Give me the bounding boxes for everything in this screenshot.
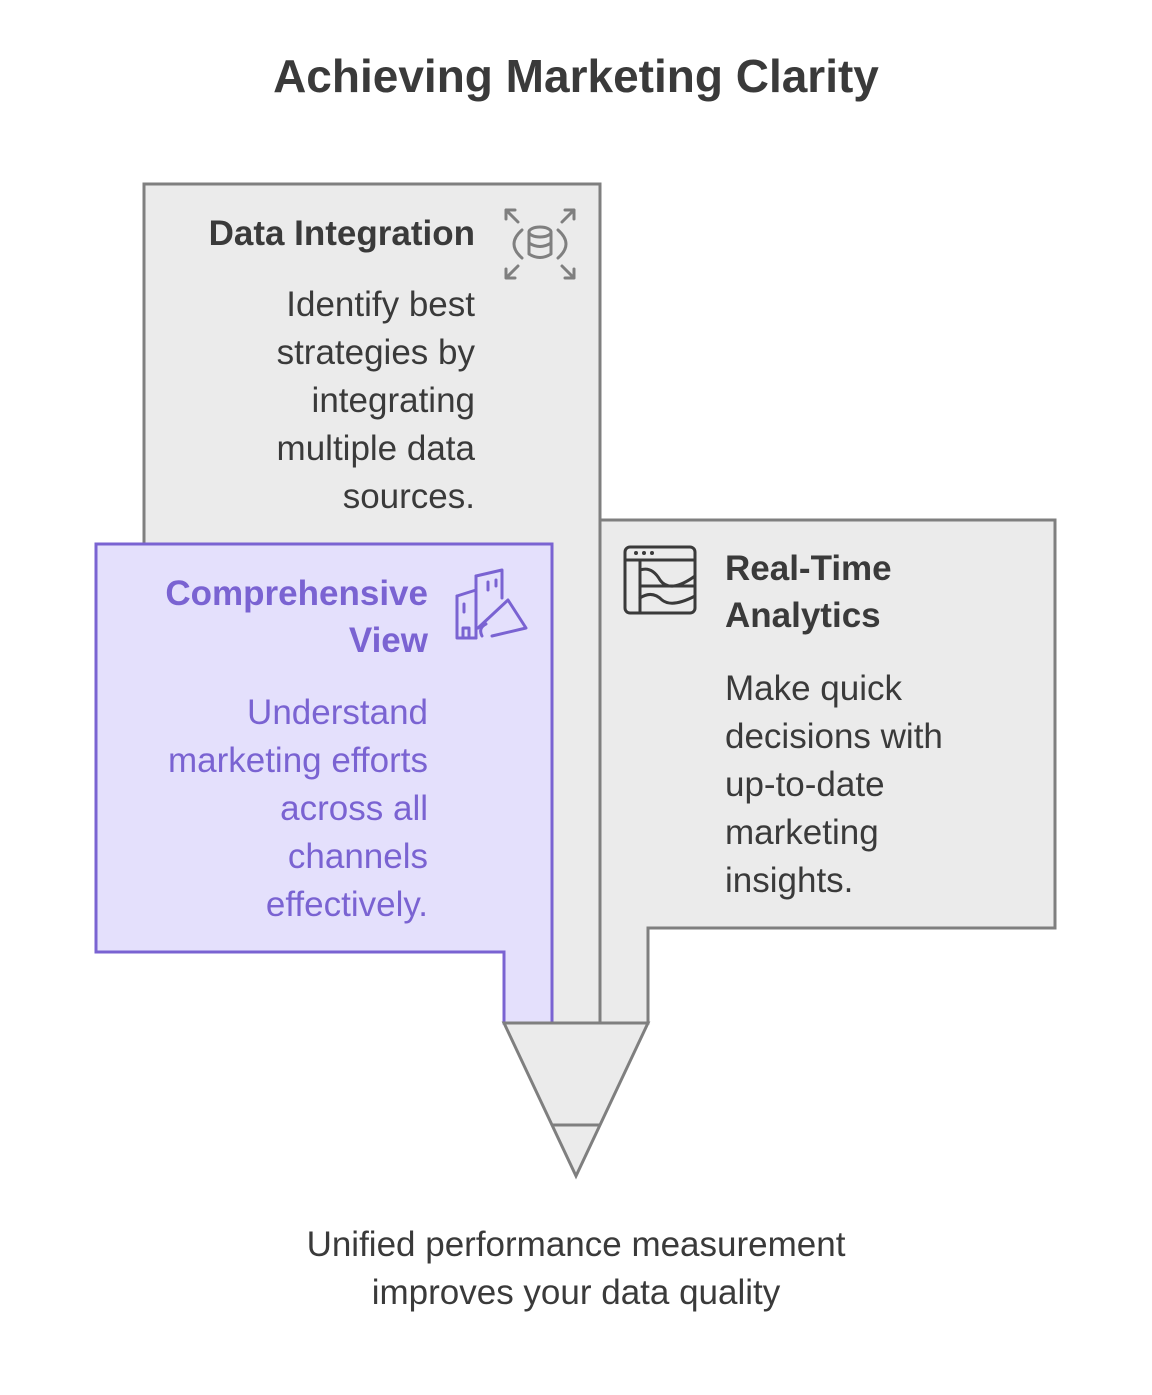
window-dots bbox=[634, 551, 654, 555]
comprehensive-view-body: Understand marketing efforts across all … bbox=[167, 693, 428, 924]
real-time-analytics-heading: Real-Time Analytics bbox=[725, 549, 892, 635]
conclusion-text: Unified performance measurement improves… bbox=[306, 1225, 846, 1312]
funnel-cone bbox=[501, 1021, 651, 1180]
comprehensive-view-heading: Comprehensive View bbox=[165, 574, 428, 660]
analytics-window-icon bbox=[623, 545, 697, 615]
data-integration-body: Identify best strategies by integrating … bbox=[276, 285, 475, 516]
page-title: Achieving Marketing Clarity bbox=[273, 50, 879, 102]
marketing-megaphone-icon bbox=[455, 568, 528, 640]
data-integration-heading: Data Integration bbox=[208, 214, 475, 253]
real-time-analytics-body: Make quick decisions with up-to-date mar… bbox=[725, 669, 943, 900]
database-sync-icon bbox=[504, 208, 576, 280]
